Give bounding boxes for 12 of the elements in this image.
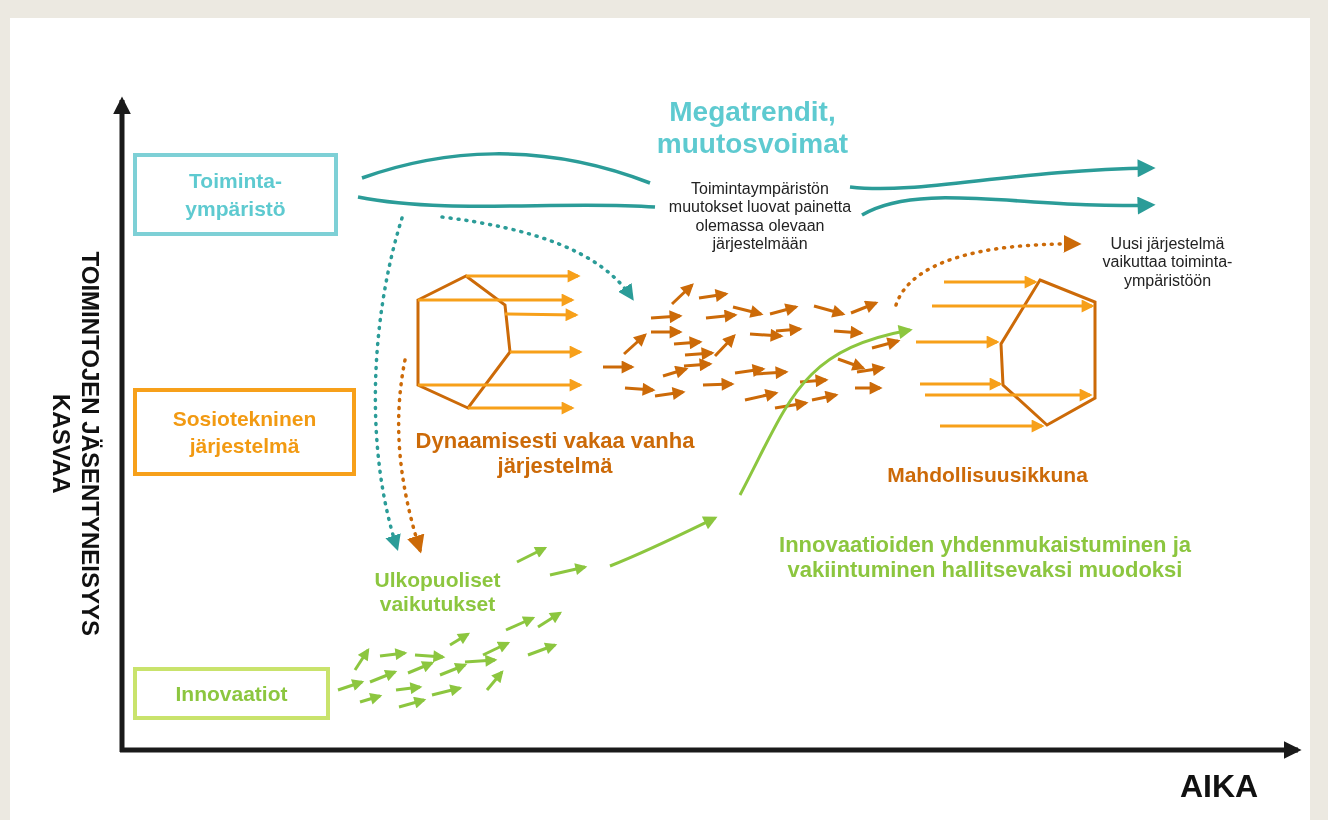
stage-title: Innovaatioiden yhdenmukaistuminen ja vakiintuminen hallitsevaksi muodoksi (778, 532, 1192, 583)
stage-title: Dynaamisesti vakaa vanha järjestelmä (415, 428, 695, 479)
annotation-text: Uusi järjestelmä vaikuttaa toiminta- ympäristöön (1101, 235, 1234, 291)
stage-title: Mahdollisuusikkuna (886, 463, 1089, 488)
axis-title: AIKA (1178, 768, 1260, 805)
annotation-text: Toimintaympäristön muutokset luovat painetta olemassa olevaan järjestelmään (667, 180, 853, 254)
category-box: Innovaatiot (133, 667, 330, 720)
category-box: Sosiotekninen järjestelmä (133, 388, 356, 476)
category-box: Toiminta- ympäristö (133, 153, 338, 236)
axis-title: TOIMINTOJEN JÄSENTYNEISYYS KASVAA (47, 250, 104, 639)
stage-title: Ulkopuoliset vaikutukset (373, 568, 502, 617)
heading: Megatrendit, muutosvoimat (655, 96, 850, 161)
